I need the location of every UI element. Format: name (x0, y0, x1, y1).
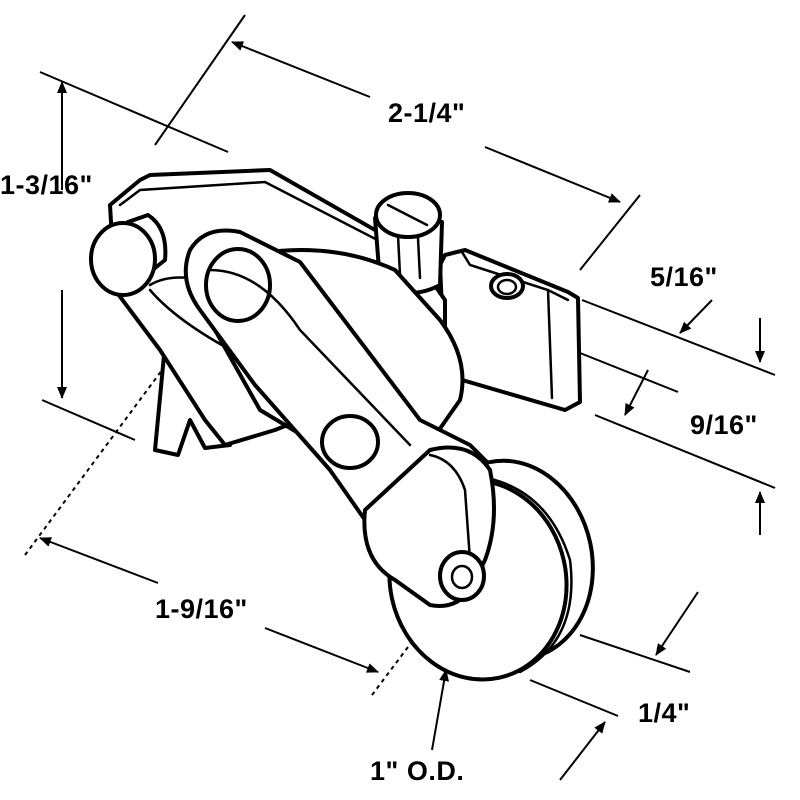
arm-inner-edge (208, 268, 412, 447)
screw-slot (386, 203, 429, 227)
roller-part (89, 168, 595, 682)
dimension-wheel-diameter: 1" O.D. (370, 756, 465, 786)
extension-line-9-16-bottom (594, 414, 776, 489)
extension-line-right-length (579, 194, 641, 271)
dimension-wheel-reach: 1-9/16" (155, 594, 248, 624)
arm-pivot-hole (204, 247, 272, 323)
pivot-stud-head (89, 221, 157, 297)
dimension-bracket-height: 9/16" (690, 410, 758, 440)
dimension-wheel-width: 1/4" (638, 698, 691, 728)
dimension-overall-length: 2-1/4" (388, 98, 466, 128)
arrow-5-16-down (679, 299, 713, 334)
extension-line-bottom-height (41, 399, 136, 441)
arrow-5-16-up (624, 369, 649, 416)
arrow-reach-right (264, 627, 379, 673)
extension-line-1-4-top (579, 634, 691, 673)
wheel-axle (438, 550, 486, 602)
wheel-groove (463, 473, 573, 674)
arrow-length-right (484, 146, 621, 203)
arm-rivet (320, 414, 380, 470)
arrow-1-4-down (655, 591, 699, 656)
arrow-length-left (231, 41, 371, 98)
arrow-reach-left (39, 537, 159, 584)
arrow-1-4-up (559, 721, 606, 781)
dimension-overall-height: 1-3/16" (0, 170, 93, 200)
extension-line-top-height (39, 71, 229, 153)
frame-plate-inner-edge (118, 180, 422, 264)
arrow-diameter (431, 669, 450, 751)
dimension-arrows (39, 41, 765, 781)
extension-line-1-4-bottom (529, 679, 619, 717)
dimension-bracket-offset: 5/16" (650, 262, 718, 292)
arm-end-fold (428, 453, 472, 562)
extension-line-5-16-top (581, 299, 776, 376)
wheel-axle-center (450, 564, 474, 590)
extension-line-left-length (154, 14, 246, 146)
right-bracket-fold (546, 288, 554, 400)
